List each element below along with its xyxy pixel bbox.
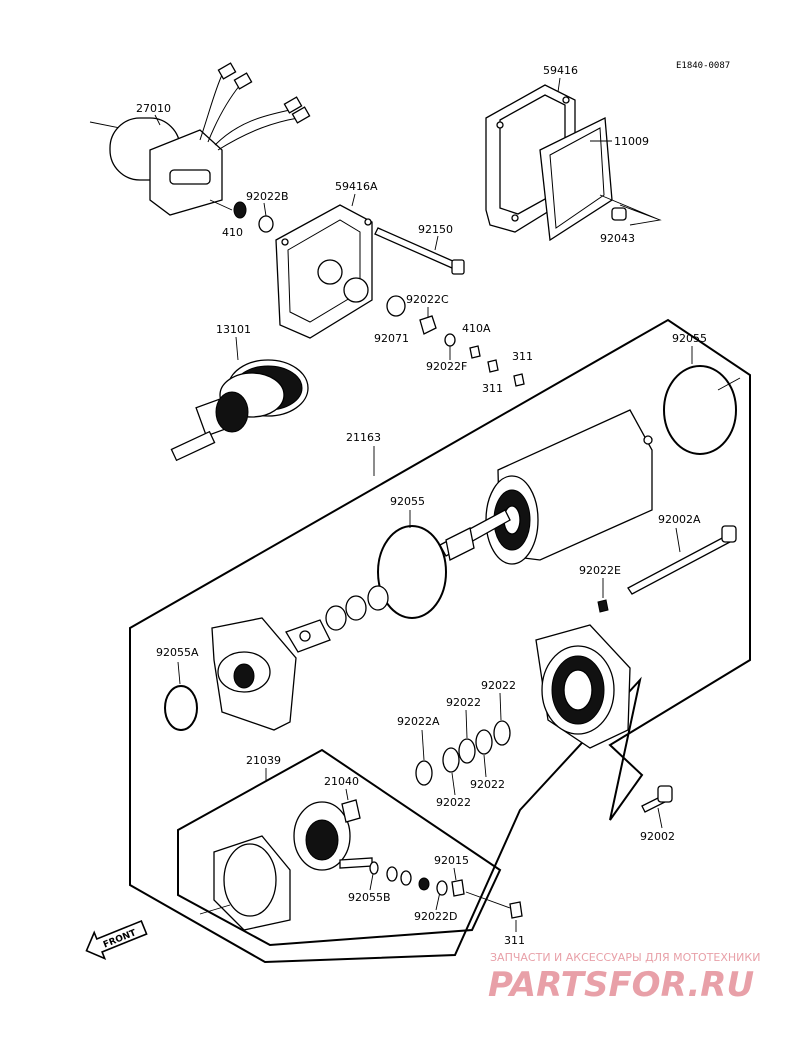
part-92022-washer-1[interactable]: [442, 747, 460, 773]
label-92150: 92150: [418, 223, 453, 236]
part-92022C-nut[interactable]: [419, 315, 437, 335]
part-front-cover[interactable]: [211, 617, 331, 731]
watermark-tagline: ЗАПЧАСТИ И АКСЕССУАРЫ ДЛЯ МОТОТЕХНИКИ: [490, 951, 760, 964]
part-311-nut-c[interactable]: [509, 901, 523, 919]
label-92015: 92015: [434, 854, 469, 867]
label-92022F: 92022F: [426, 360, 467, 373]
part-92022F-washer[interactable]: [444, 333, 456, 347]
part-21040-brush-spring[interactable]: [341, 799, 361, 823]
label-11009: 11009: [614, 135, 649, 148]
part-starter-motor-yoke[interactable]: [439, 409, 653, 565]
part-92055-oring-b[interactable]: [377, 525, 447, 619]
label-92055-a: 92055: [672, 332, 707, 345]
part-92071-seal[interactable]: [386, 295, 406, 317]
assembly-frame-21039: [177, 748, 502, 947]
label-311-b: 311: [512, 350, 533, 363]
label-92022A: 92022A: [397, 715, 440, 728]
part-92022-washer-3[interactable]: [475, 729, 493, 755]
part-brush-washer-3[interactable]: [436, 880, 448, 896]
label-92022E: 92022E: [579, 564, 621, 577]
label-27010: 27010: [136, 102, 171, 115]
part-shim-2[interactable]: [345, 595, 367, 621]
label-13101: 13101: [216, 323, 251, 336]
part-shim-3[interactable]: [367, 585, 389, 611]
label-92022-a: 92022: [481, 679, 516, 692]
part-92022A-washer[interactable]: [415, 760, 433, 786]
watermark-brand: PARTSFOR.RU: [488, 965, 754, 1005]
part-92022-washer-4[interactable]: [493, 720, 511, 746]
part-27010-solenoid[interactable]: [89, 62, 311, 216]
part-brush-washer-2[interactable]: [400, 870, 412, 886]
label-21039: 21039: [246, 754, 281, 767]
label-92022B: 92022B: [246, 190, 289, 203]
assembly-frame-21163: [129, 318, 751, 964]
part-410A-nut[interactable]: [469, 345, 481, 359]
part-92015-nut[interactable]: [451, 879, 465, 897]
part-59416A-housing[interactable]: [275, 204, 373, 339]
part-92022B-washer[interactable]: [258, 215, 274, 233]
label-92071: 92071: [374, 332, 409, 345]
label-59416A: 59416A: [335, 180, 378, 193]
label-92002A: 92002A: [658, 513, 701, 526]
part-13101-starter-clutch[interactable]: [170, 359, 309, 462]
part-brush-plate[interactable]: [293, 801, 373, 871]
label-311-a: 311: [482, 382, 503, 395]
part-92150-bolt[interactable]: [374, 227, 465, 275]
part-brush-washer-1[interactable]: [386, 866, 398, 882]
label-92043: 92043: [600, 232, 635, 245]
label-92002: 92002: [640, 830, 675, 843]
label-92022D: 92022D: [414, 910, 457, 923]
label-410: 410: [222, 226, 243, 239]
part-end-cover[interactable]: [535, 624, 631, 749]
part-92002-bolt[interactable]: [641, 785, 673, 813]
part-11009-gasket[interactable]: [539, 116, 613, 242]
front-direction-arrow: FRONT: [85, 919, 148, 960]
label-21163: 21163: [346, 431, 381, 444]
part-92022-washer-2[interactable]: [458, 738, 476, 764]
part-92055A-oring[interactable]: [164, 685, 198, 731]
part-92055B-oring[interactable]: [369, 861, 379, 875]
label-410A: 410A: [462, 322, 491, 335]
part-410-nut[interactable]: [233, 201, 247, 219]
part-311-nut-a[interactable]: [487, 359, 499, 373]
part-brush-holder-housing[interactable]: [199, 835, 291, 931]
label-21040: 21040: [324, 775, 359, 788]
label-59416: 59416: [543, 64, 578, 77]
part-92022E-washer[interactable]: [597, 599, 609, 613]
label-92055A: 92055A: [156, 646, 199, 659]
label-92055B: 92055B: [348, 891, 391, 904]
diagram-code: E1840-0087: [676, 61, 730, 71]
part-92002A-bolt[interactable]: [627, 525, 737, 595]
label-92022C: 92022C: [406, 293, 449, 306]
label-92022-d: 92022: [470, 778, 505, 791]
label-92022-b: 92022: [446, 696, 481, 709]
part-311-nut-b[interactable]: [513, 373, 525, 387]
part-92055-oring-a[interactable]: [663, 365, 737, 455]
label-311-c: 311: [504, 934, 525, 947]
part-92043-plug[interactable]: [611, 207, 627, 221]
part-92022D-washer[interactable]: [418, 877, 430, 891]
label-92022-c: 92022: [436, 796, 471, 809]
part-shim-1[interactable]: [325, 605, 347, 631]
label-92055-b: 92055: [390, 495, 425, 508]
